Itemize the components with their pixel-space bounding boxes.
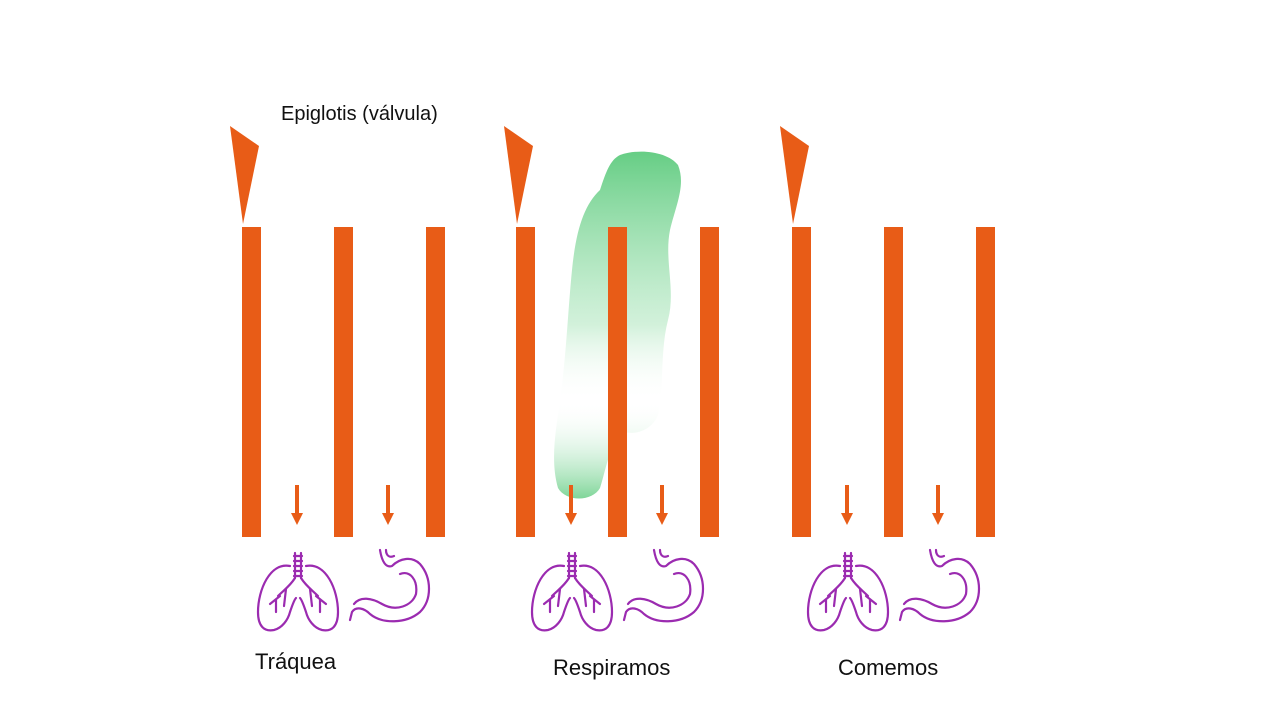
panel-eating [780,126,995,632]
stomach-icon [622,548,705,623]
epiglottis-flap [504,126,533,224]
tube-wall-1 [516,227,535,537]
eating-label: Comemos [838,655,939,680]
breathing-label: Respiramos [553,655,671,680]
tube-wall-3 [426,227,445,537]
tube-wall-2 [608,227,627,537]
lungs-icon [256,551,340,632]
tube-wall-3 [976,227,995,537]
panel-breathing [504,126,719,632]
lungs-icon [530,551,614,632]
stomach-icon [348,548,431,623]
tube-wall-2 [334,227,353,537]
tube-wall-1 [792,227,811,537]
trachea-label: Tráquea [255,649,337,674]
down-arrow-icon [291,485,303,525]
epiglottis-label: Epiglotis (válvula) [281,103,438,125]
epiglottis-flap [230,126,259,224]
epiglottis-flap [780,126,809,224]
lungs-icon [806,551,890,632]
down-arrow-icon [565,485,577,525]
down-arrow-icon [932,485,944,525]
down-arrow-icon [382,485,394,525]
stomach-icon [898,548,981,623]
tube-wall-1 [242,227,261,537]
tube-wall-3 [700,227,719,537]
panel-trachea [230,126,445,632]
down-arrow-icon [841,485,853,525]
down-arrow-icon [656,485,668,525]
tube-wall-2 [884,227,903,537]
